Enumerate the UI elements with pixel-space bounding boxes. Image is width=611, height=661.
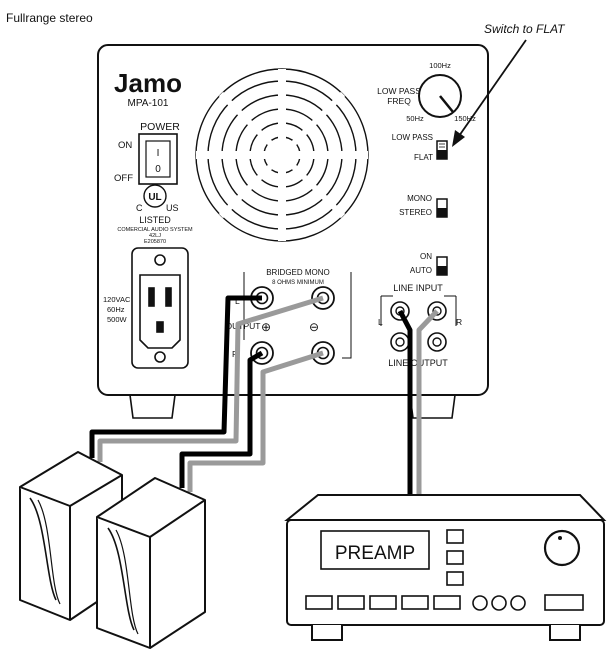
ul-us: US xyxy=(166,203,179,213)
line-input-right-label: R xyxy=(456,317,462,327)
power-switch-off-mark: 0 xyxy=(155,164,161,175)
line-input-left-label: L xyxy=(378,317,383,327)
preamp-small-buttons[interactable] xyxy=(446,529,464,586)
lowpass-max-mid-label: 100Hz xyxy=(429,61,451,70)
line-input-label: LINE INPUT xyxy=(393,283,443,293)
preamp-round-buttons[interactable] xyxy=(472,595,526,611)
stereo-switch-label: STEREO xyxy=(399,208,432,217)
power-off-label: OFF xyxy=(114,173,133,184)
mains-rating-2: 60Hz xyxy=(107,305,125,314)
amp-brand-logo: Jamo xyxy=(114,68,182,98)
power-switch-on-mark: I xyxy=(157,148,160,159)
preamp-display xyxy=(320,530,430,570)
speaker-wires xyxy=(89,295,324,492)
ohms-minimum-label: 8 OHMS MINIMUM xyxy=(272,280,324,286)
annotation-arrowhead xyxy=(452,130,465,147)
ul-listed: LISTED xyxy=(139,215,171,225)
preamp-volume-knob[interactable] xyxy=(543,529,581,567)
annotation-arrow xyxy=(458,39,527,137)
on-auto-switch[interactable] xyxy=(436,256,448,276)
auto-switch-label: AUTO xyxy=(410,266,432,275)
annotation-switch-to-flat: Switch to FLAT xyxy=(484,22,566,36)
on-switch-label: ON xyxy=(420,252,432,261)
amp-foot-left xyxy=(129,394,176,419)
output-label: OUTPUT xyxy=(226,321,261,331)
lowpass-frequency-knob[interactable] xyxy=(418,74,462,118)
output-left-label: L xyxy=(235,296,240,306)
preamp-label: PREAMP xyxy=(335,543,415,564)
speaker-right xyxy=(96,477,206,649)
mono-stereo-switch[interactable] xyxy=(436,198,448,218)
lowpass-min-label: 50Hz xyxy=(406,114,424,123)
lowpass-flat-switch[interactable] xyxy=(436,140,448,160)
preamp-selector-buttons[interactable] xyxy=(305,595,461,610)
line-input-bracket xyxy=(380,296,457,326)
lowpass-switch-label: LOW PASS xyxy=(392,133,433,142)
line-input-wires xyxy=(397,309,439,500)
lowpass-freq-label-2: FREQ xyxy=(387,96,411,106)
amp-model: MPA-101 xyxy=(128,98,169,109)
mono-switch-label: MONO xyxy=(407,194,432,203)
power-switch[interactable] xyxy=(138,133,178,185)
mains-inlet[interactable] xyxy=(131,247,189,369)
ul-line-2: 42LJ xyxy=(149,233,161,239)
lowpass-freq-label-1: LOW PASS xyxy=(377,86,421,96)
lowpass-max-label: 150Hz xyxy=(454,114,476,123)
mains-rating-1: 120VAC xyxy=(103,295,131,304)
ul-c: C xyxy=(136,203,143,213)
flat-switch-label: FLAT xyxy=(414,153,433,162)
bridged-bracket xyxy=(243,272,352,359)
ul-line-1: COMERCIAL AUDIO SYSTEM xyxy=(117,227,193,233)
ul-logo xyxy=(143,184,167,208)
mains-rating-3: 500W xyxy=(107,315,128,324)
diagram-title: Fullrange stereo xyxy=(6,11,93,25)
power-on-label: ON xyxy=(118,140,132,151)
power-label: POWER xyxy=(140,121,180,133)
bridged-mono-label: BRIDGED MONO xyxy=(266,268,330,277)
ul-line-3: E205870 xyxy=(144,239,166,245)
output-minus-symbol: ⊖ xyxy=(309,320,319,334)
line-output-left-jack[interactable] xyxy=(390,332,410,352)
amplifier-back-panel xyxy=(97,44,489,396)
fan-grille xyxy=(195,68,369,242)
output-plus-symbol: ⊕ xyxy=(261,320,271,334)
ul-mark: UL xyxy=(148,192,161,203)
preamp-wide-button[interactable] xyxy=(544,594,584,611)
line-output-right-jack[interactable] xyxy=(427,332,447,352)
